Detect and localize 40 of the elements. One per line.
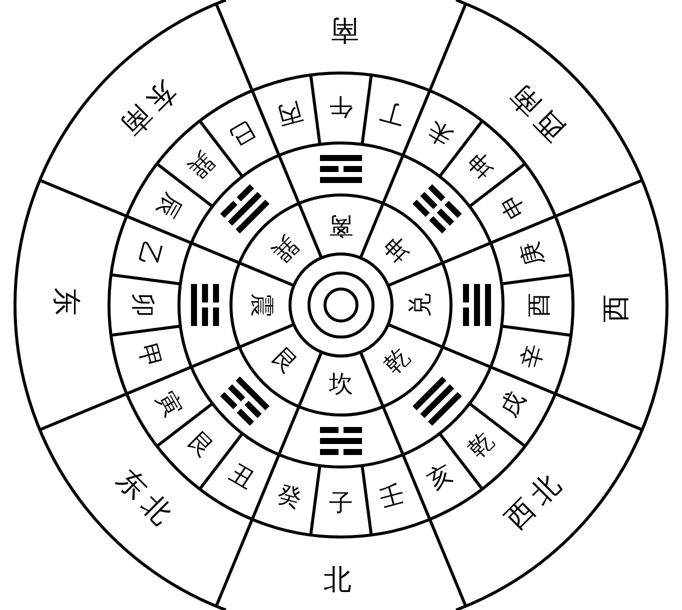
trigram-name-label: 乾 xyxy=(380,344,415,379)
sector-label: 辛 xyxy=(518,342,548,372)
sector-label: 丁 xyxy=(378,98,408,128)
sector-label: 寅 xyxy=(152,388,186,421)
sector-label: 戌 xyxy=(496,388,530,421)
sector-label: 未 xyxy=(424,116,457,150)
sector-label: 艮 xyxy=(183,428,218,463)
sector-label: 甲 xyxy=(134,342,164,372)
trigram-name-label: 兑 xyxy=(409,293,433,317)
trigram-name-label: 巽 xyxy=(267,231,302,266)
direction-label: 东南 xyxy=(111,75,180,144)
sector-label: 酉 xyxy=(528,293,552,317)
sector-label: 申 xyxy=(496,189,530,222)
sector-label: 乾 xyxy=(464,428,499,463)
trigram-name-label: 坎 xyxy=(329,373,353,397)
sector-label: 丑 xyxy=(225,460,258,494)
sector-label: 亥 xyxy=(424,460,457,494)
sector-label: 癸 xyxy=(274,482,304,512)
trigram-name-label: 坤 xyxy=(380,231,415,266)
sector-label: 卯 xyxy=(130,293,154,317)
sector-label: 巳 xyxy=(225,116,258,150)
direction-label: 西南 xyxy=(502,75,571,144)
direction-label: 东北 xyxy=(111,466,180,535)
direction-label: 西北 xyxy=(502,466,571,535)
direction-label: 西 xyxy=(603,288,631,322)
sector-label: 巽 xyxy=(183,147,218,182)
direction-label: 北 xyxy=(324,567,358,595)
trigram-name-label: 艮 xyxy=(267,344,302,379)
sector-label: 子 xyxy=(329,492,353,516)
sector-label: 乙 xyxy=(134,238,164,268)
trigram-name-label: 离 xyxy=(329,213,353,237)
sector-label: 辰 xyxy=(152,189,186,222)
sector-label: 庚 xyxy=(518,238,548,268)
sector-label: 丙 xyxy=(274,98,304,128)
direction-label: 南 xyxy=(324,15,358,43)
trigram-name-label: 震 xyxy=(249,293,273,317)
sector-label: 午 xyxy=(329,94,353,118)
direction-label: 东 xyxy=(51,288,79,322)
sector-label: 壬 xyxy=(378,482,408,512)
sector-label: 坤 xyxy=(464,147,499,182)
